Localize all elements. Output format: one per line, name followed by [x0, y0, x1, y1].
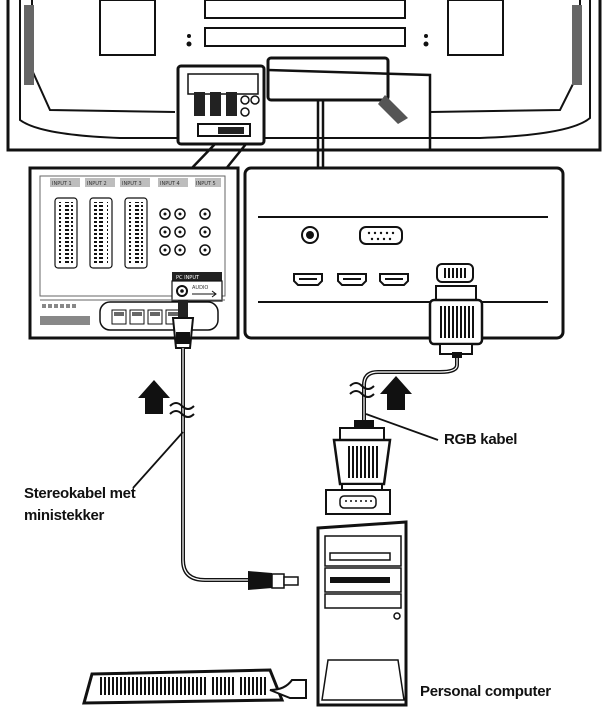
audio-label: AUDIO: [192, 285, 208, 291]
rgb-cable: [325, 285, 484, 515]
zoom-lines: [189, 100, 325, 171]
input3-label: INPUT 3: [122, 181, 142, 187]
stereo-leader-line: [132, 431, 184, 489]
tv-terminal-panel-small: [176, 64, 266, 146]
stereo-cable-label-line2: ministekker: [24, 507, 105, 524]
pc-tower: [316, 520, 408, 707]
up-arrow-icon: [380, 376, 412, 410]
input4-label: INPUT 4: [160, 181, 180, 187]
stereo-cable-label-line1: Stereokabel met: [24, 485, 136, 502]
input2-label: INPUT 2: [87, 181, 107, 187]
keyboard: [82, 668, 307, 705]
up-arrow-icon: [138, 380, 170, 414]
stereo-cable: [169, 300, 299, 590]
right-input-panel: [243, 166, 565, 340]
personal-computer-label: Personal computer: [420, 683, 551, 700]
rgb-leader-line: [365, 413, 439, 441]
input5-label: INPUT 5: [196, 181, 216, 187]
input1-label: INPUT 1: [52, 181, 72, 187]
pc-input-label: PC INPUT: [176, 275, 200, 281]
rgb-cable-label: RGB kabel: [444, 431, 518, 448]
tv-terminal-panel-large: [266, 56, 432, 150]
left-input-panel: INPUT 1 INPUT 2 INPUT 3 INPUT 4 INPUT 5 …: [28, 166, 240, 340]
